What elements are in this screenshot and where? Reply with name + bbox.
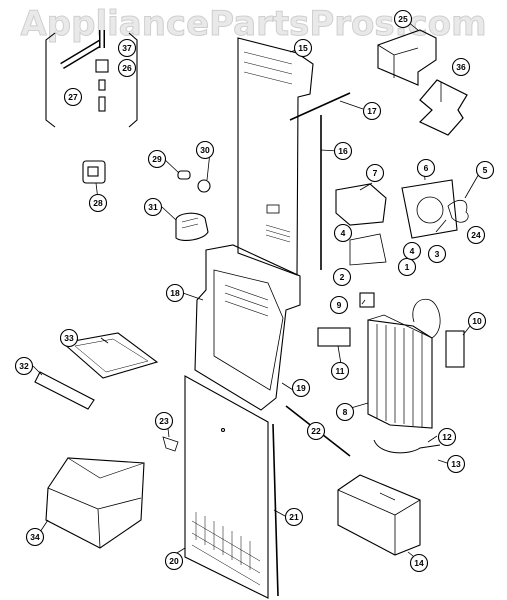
- callout-label: 9: [337, 300, 342, 310]
- callout-label: 31: [148, 202, 158, 212]
- callout-34: [25, 527, 45, 547]
- callout-label: 1: [405, 262, 410, 272]
- callout-9: [329, 295, 349, 315]
- callout-20: [164, 551, 184, 571]
- callout-24: [466, 225, 486, 245]
- callout-33: [59, 328, 79, 348]
- callout-31: [143, 197, 163, 217]
- callout-label: 16: [338, 146, 348, 156]
- callout-label: 8: [343, 407, 348, 417]
- callout-label: 28: [93, 198, 103, 208]
- callout-10: [467, 311, 487, 331]
- callout-29: [147, 149, 167, 169]
- callout-3: [427, 244, 447, 264]
- callout-label: 3: [435, 249, 440, 259]
- callout-label: 21: [289, 512, 299, 522]
- callout-36: [451, 57, 471, 77]
- callout-32: [14, 356, 34, 376]
- callout-label: 14: [414, 558, 424, 568]
- callout-label: 4: [341, 228, 346, 238]
- callout-21: [284, 507, 304, 527]
- callout-label: 6: [424, 163, 429, 173]
- callout-label: 5: [483, 165, 488, 175]
- callout-7: [365, 163, 385, 183]
- callout-markers: [14, 9, 495, 573]
- small-parts: [82, 160, 465, 452]
- callout-label: 25: [398, 14, 408, 24]
- roller: [34, 371, 95, 410]
- callout-14: [409, 553, 429, 573]
- callout-label: 32: [19, 361, 29, 371]
- callout-27: [63, 87, 83, 107]
- callout-28: [88, 193, 108, 213]
- inset-detail-view: [45, 30, 138, 128]
- callout-11: [330, 361, 350, 381]
- shelf-glass: [61, 332, 159, 379]
- callout-5: [475, 160, 495, 180]
- callout-label: 15: [298, 43, 308, 53]
- callout-18: [165, 283, 185, 303]
- callout-30: [195, 140, 215, 160]
- callout-label: 22: [311, 426, 321, 436]
- callout-label: 13: [451, 459, 461, 469]
- callout-12: [437, 427, 457, 447]
- callout-15: [293, 38, 313, 58]
- callout-19: [291, 378, 311, 398]
- callout-16: [333, 141, 353, 161]
- callout-6: [416, 158, 436, 178]
- fan-bracket: [377, 29, 437, 86]
- upper-rear-panel: [237, 37, 314, 276]
- fan-motor-assembly: [335, 179, 469, 266]
- callout-label: 2: [340, 272, 345, 282]
- callout-label: 12: [442, 432, 452, 442]
- callout-label: 19: [296, 383, 306, 393]
- callout-label: 24: [471, 230, 481, 240]
- callout-2: [332, 267, 352, 287]
- callout-23: [154, 411, 174, 431]
- drip-tray: [337, 474, 421, 556]
- callout-label: 4: [410, 246, 415, 256]
- callout-label: 30: [200, 145, 210, 155]
- leader-lines: [32, 17, 481, 561]
- callout-label: 36: [456, 62, 466, 72]
- callout-4a: [333, 223, 353, 243]
- callout-8: [335, 402, 355, 422]
- callout-label: 10: [472, 316, 482, 326]
- callout-label: 34: [30, 532, 40, 542]
- callout-label: 7: [373, 168, 378, 178]
- callout-17: [362, 101, 382, 121]
- callout-label: 27: [68, 92, 78, 102]
- callout-37: [117, 38, 137, 58]
- lower-rear-panel: [184, 375, 269, 599]
- callout-label: 11: [336, 366, 345, 376]
- callout-25: [393, 9, 413, 29]
- callout-label: 33: [64, 333, 74, 343]
- callout-label: 17: [367, 106, 377, 116]
- ice-bin: [45, 457, 145, 549]
- callout-label: 29: [152, 154, 162, 164]
- callout-13: [446, 454, 466, 474]
- callout-label: 26: [122, 63, 132, 73]
- callout-26: [117, 58, 137, 78]
- evaporator: [367, 298, 441, 454]
- callout-label: 20: [169, 556, 179, 566]
- callout-4b: [402, 241, 422, 261]
- wire-harness: [418, 79, 468, 136]
- center-shroud: [194, 244, 301, 411]
- callout-numbers: 1 2 3 4 4 5 6 7 8 9 10 11 12 13 14 15 16…: [19, 14, 487, 568]
- callout-label: 23: [159, 416, 169, 426]
- callout-22: [306, 421, 326, 441]
- callout-label: 37: [122, 43, 132, 53]
- callout-label: 18: [170, 288, 180, 298]
